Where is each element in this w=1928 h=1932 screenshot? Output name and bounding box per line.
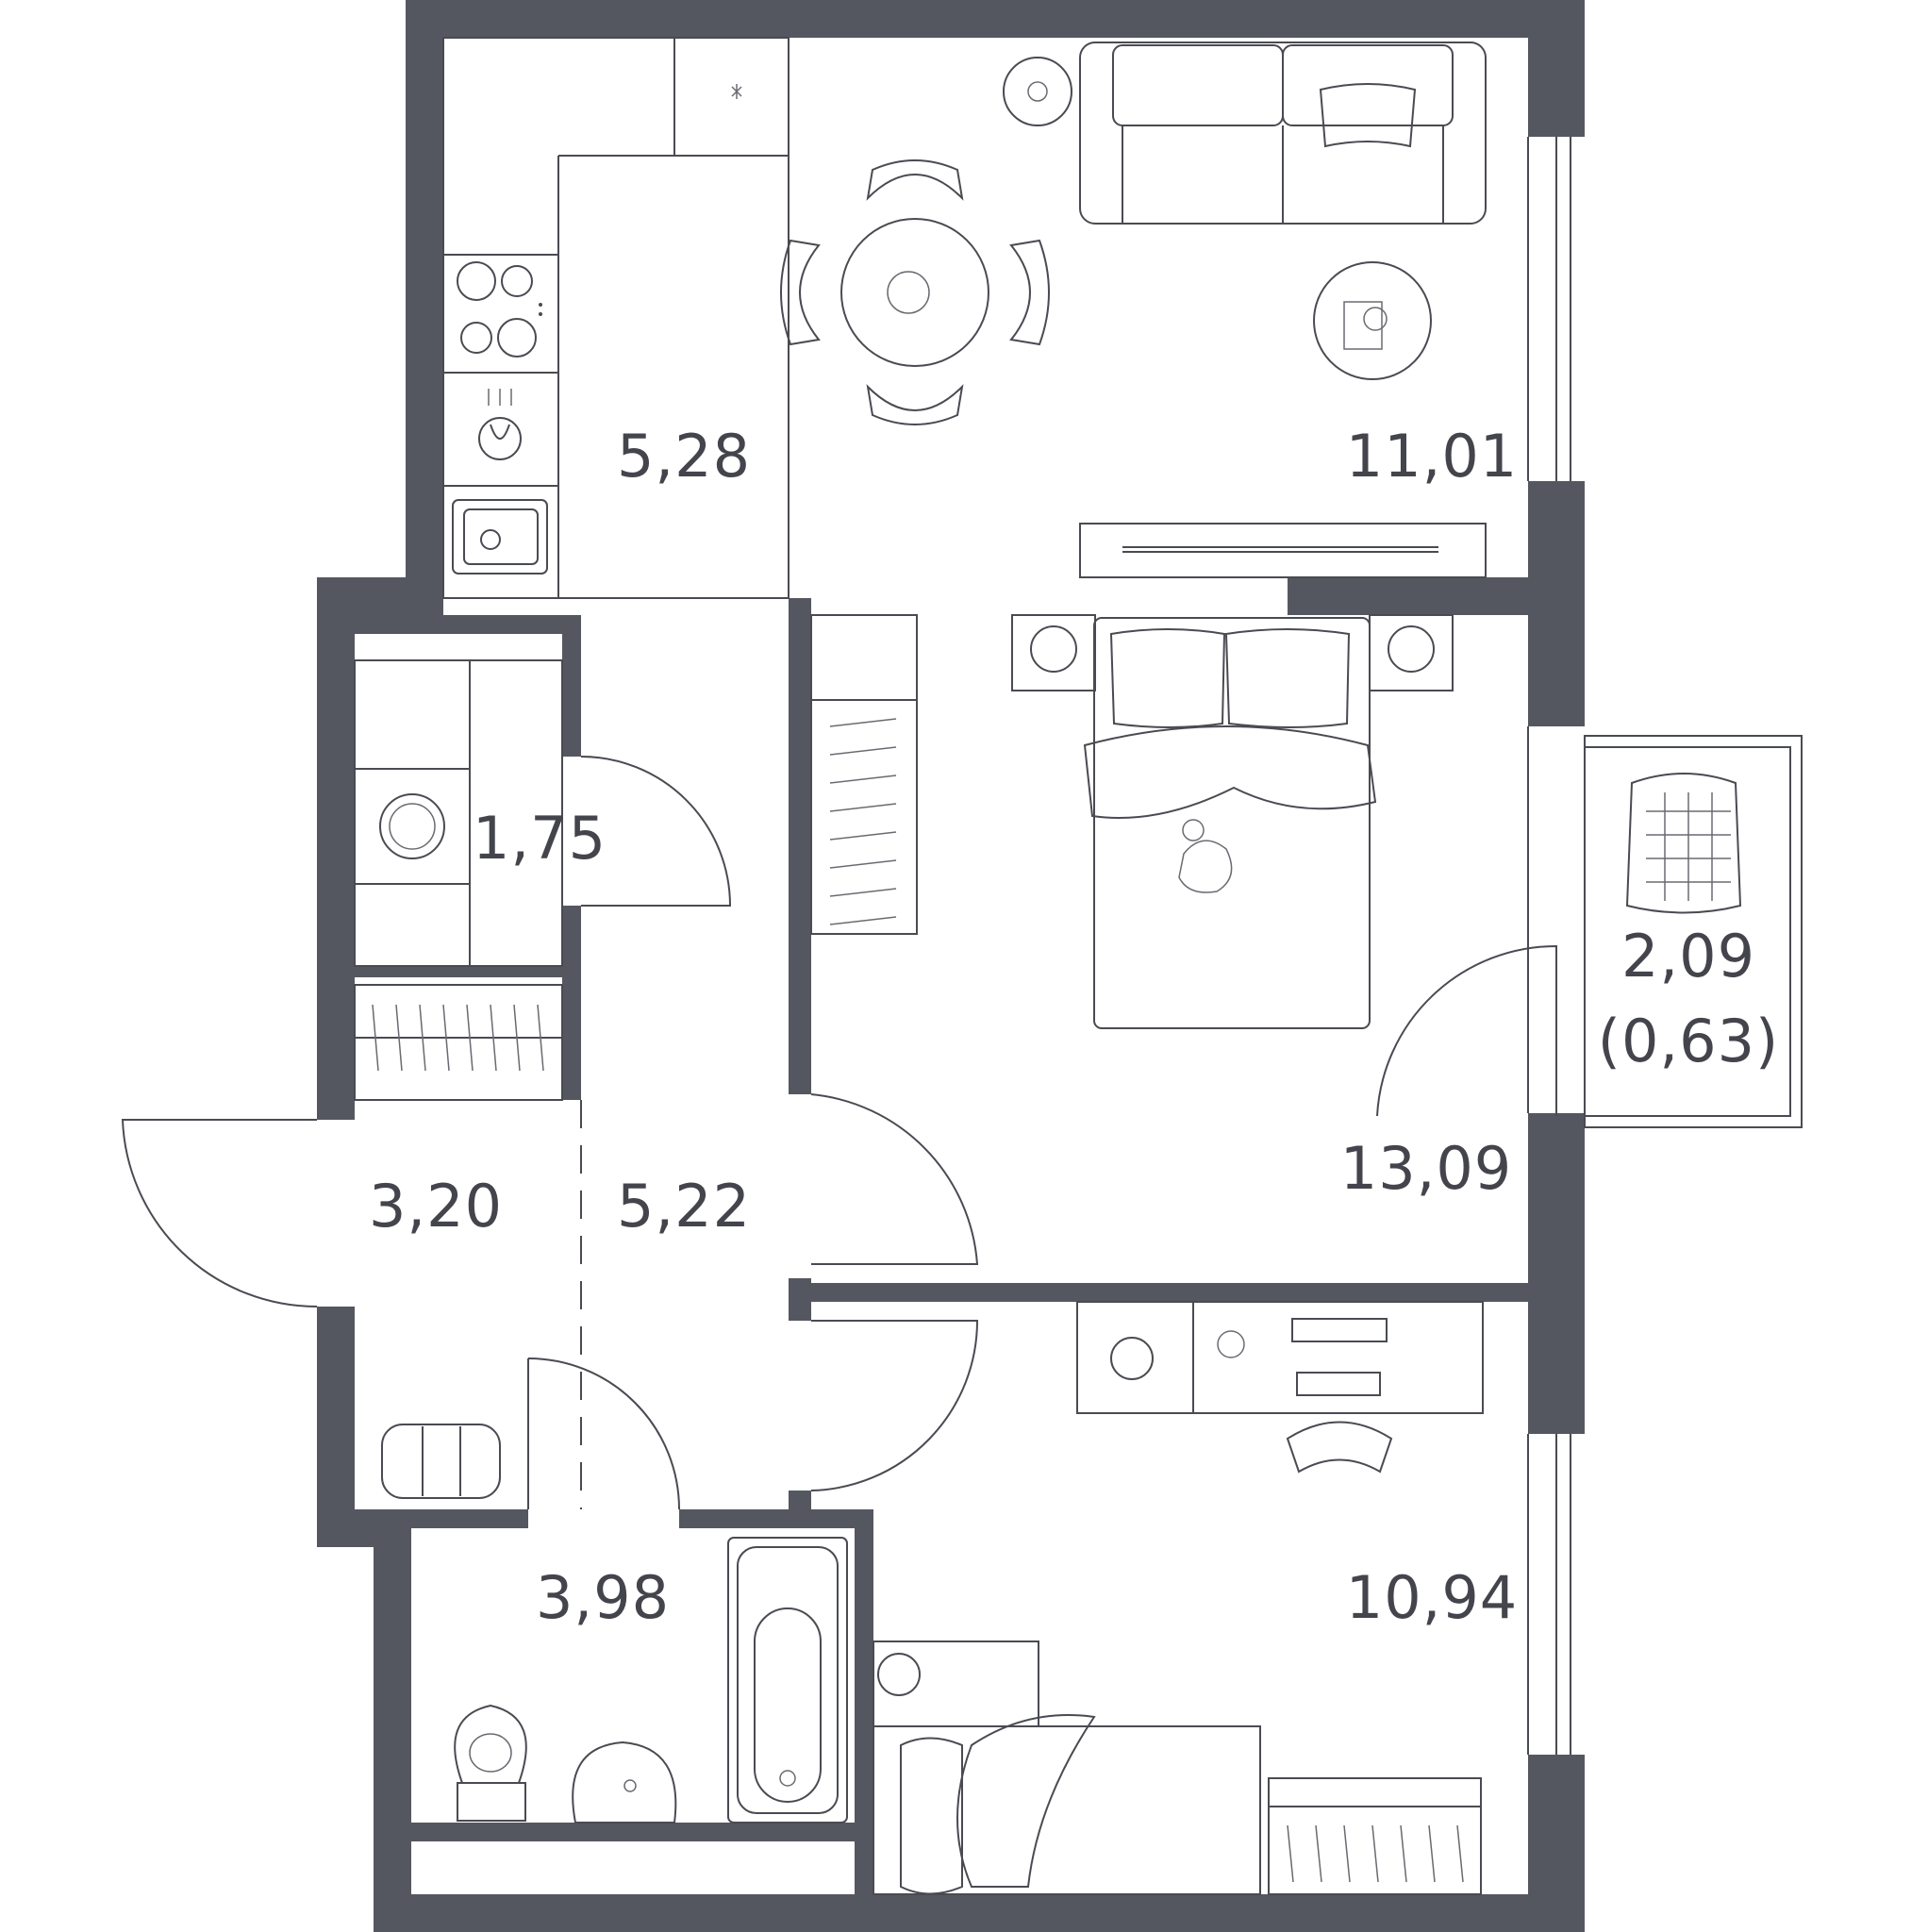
double-bed-icon — [1083, 617, 1377, 1029]
washing-machine-icon — [354, 768, 471, 885]
doors — [121, 756, 1557, 1510]
storage-furniture — [354, 659, 563, 967]
wardrobe-icon — [810, 614, 918, 935]
toilet-icon — [454, 1704, 527, 1822]
washbasin-icon — [572, 1740, 677, 1824]
bathtub-icon — [727, 1537, 848, 1824]
storage-area-label: 1,75 — [473, 804, 607, 873]
dishwasher-icon — [478, 389, 522, 460]
hallway-area-label: 5,22 — [617, 1172, 751, 1241]
ball-icon — [1110, 1337, 1154, 1380]
chair-icon — [780, 159, 1050, 425]
nightstand-icon — [1011, 614, 1454, 691]
stove-icon — [457, 261, 542, 358]
shoe-rack-icon — [354, 984, 563, 1101]
balcony — [1584, 735, 1803, 1128]
area-labels: 5,28 11,01 1,75 13,09 2,09 (0,63) 3,20 5… — [369, 422, 1779, 1632]
dining-table-icon — [780, 159, 1050, 425]
tv-stand-icon — [1079, 523, 1487, 578]
kitchen-furniture — [442, 37, 789, 599]
balcony-reduced-area-label: (0,63) — [1598, 1007, 1779, 1075]
bedroom-area-label: 13,09 — [1340, 1134, 1513, 1203]
kitchen-area-label: 5,28 — [617, 422, 751, 491]
cat-icon — [1178, 819, 1233, 893]
fridge-icon — [673, 38, 789, 156]
windows — [1527, 137, 1571, 1755]
kitchen-sink-icon — [452, 499, 548, 575]
zone-dividers — [580, 38, 789, 1509]
entrance-area-label: 3,20 — [369, 1172, 503, 1241]
basket-chair-icon — [1625, 773, 1742, 914]
kids-room-area-label: 10,94 — [1346, 1563, 1519, 1632]
kids-wardrobe-icon — [1268, 1777, 1482, 1895]
coffee-table-icon — [1003, 57, 1432, 380]
balcony-area-label: 2,09 — [1621, 922, 1755, 991]
office-chair-icon — [1286, 1421, 1393, 1474]
walls — [317, 0, 1585, 1932]
desk-icon — [1076, 1301, 1484, 1414]
sofa-icon — [1079, 42, 1487, 225]
ottoman-icon — [381, 1424, 501, 1499]
living-room-area-label: 11,01 — [1346, 422, 1519, 491]
single-bed-icon — [873, 1641, 1261, 1895]
bathroom-area-label: 3,98 — [536, 1563, 670, 1632]
